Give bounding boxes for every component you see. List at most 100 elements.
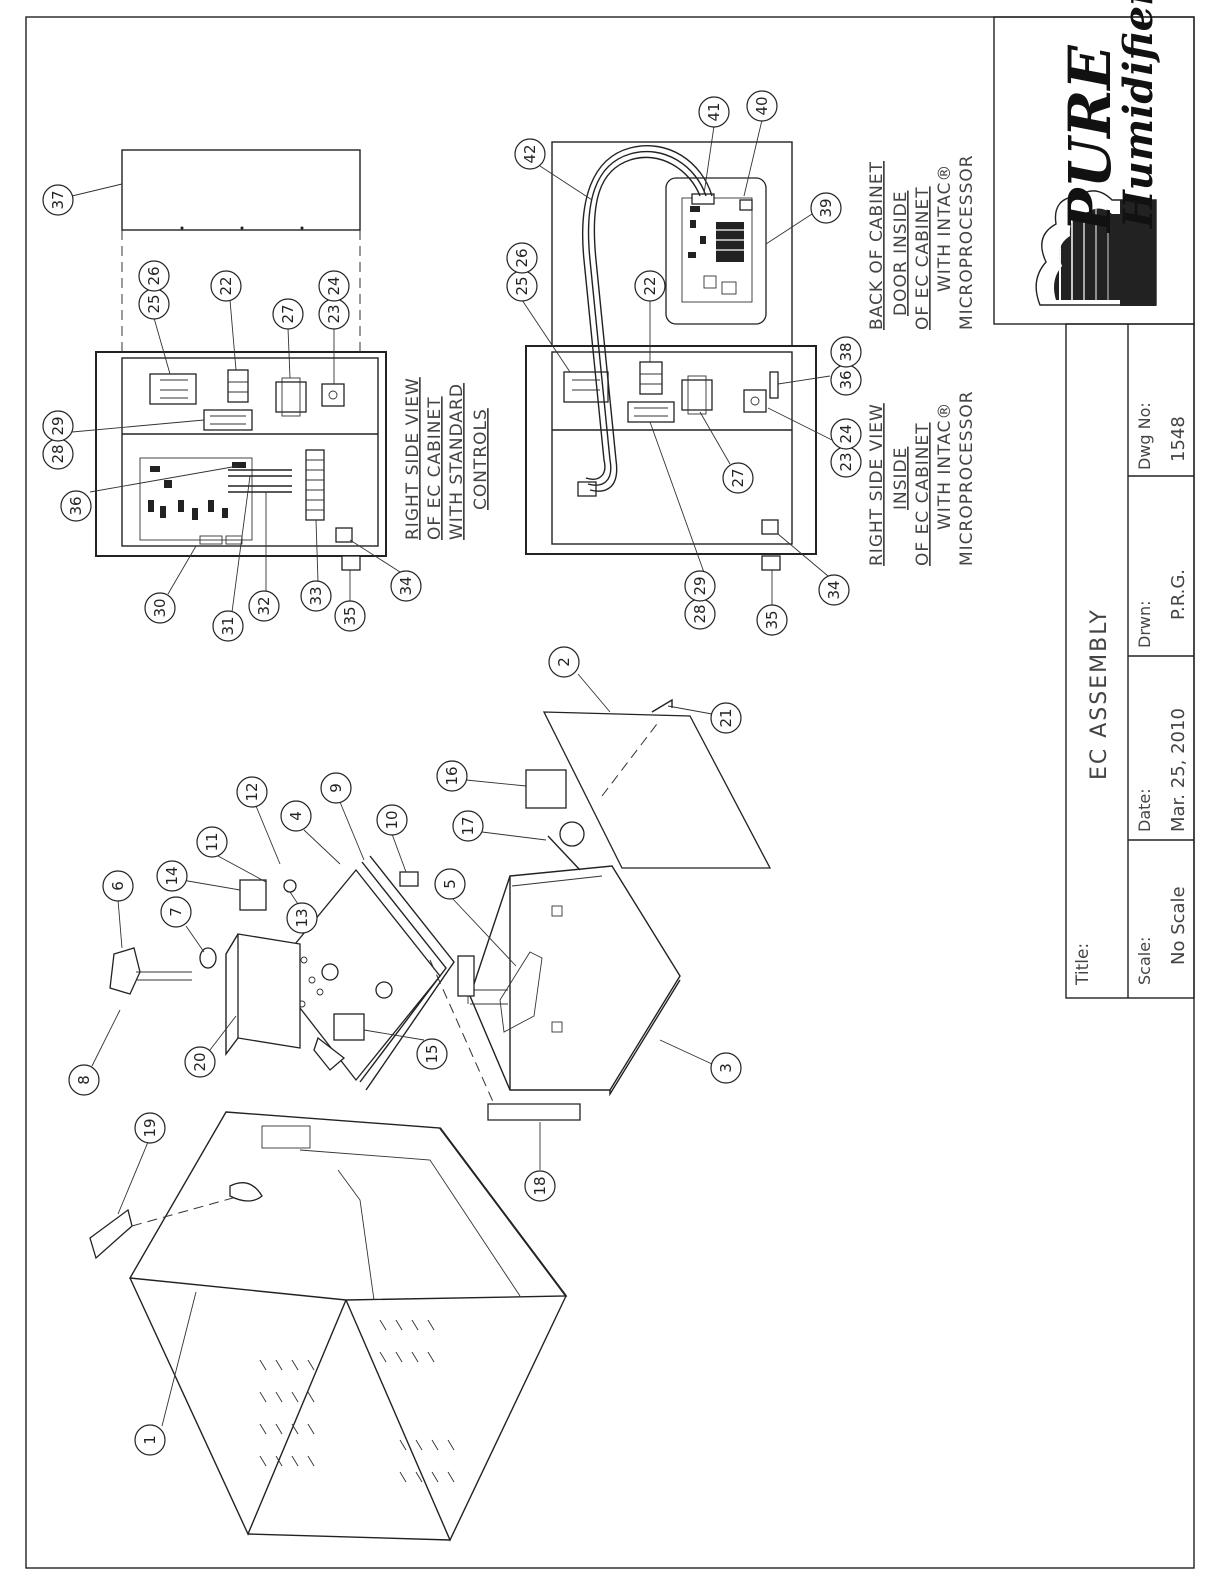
label-line: MICROPROCESSOR (957, 154, 977, 330)
svg-text:25: 25 (513, 276, 531, 295)
callout-3: 3 (659, 1039, 742, 1084)
callout-7: 7 (160, 896, 205, 953)
callout-28: 28 (42, 419, 205, 470)
view-label-standard: RIGHT SIDE VIEW OF EC CABINET WITH STAND… (403, 377, 491, 540)
callout-24: 24 (830, 418, 862, 450)
callout-1: 1 (134, 1291, 197, 1456)
callout-32: 32 (248, 492, 280, 622)
svg-text:25: 25 (145, 294, 163, 313)
drawn-value: P.R.G. (1168, 569, 1189, 620)
view-label-intac-inside: RIGHT SIDE VIEW INSIDE OF EC CABINET WIT… (867, 390, 977, 566)
svg-text:36: 36 (67, 496, 85, 515)
svg-text:5: 5 (441, 879, 459, 889)
svg-text:35: 35 (341, 606, 359, 625)
svg-text:17: 17 (459, 816, 477, 835)
svg-text:42: 42 (521, 144, 539, 163)
callout-23: 23 (318, 298, 350, 384)
svg-text:23: 23 (837, 452, 855, 471)
svg-text:36: 36 (837, 370, 855, 389)
callout-20: 20 (184, 1015, 237, 1078)
label-line: WITH STANDARD (447, 383, 467, 540)
standard-controls-panel (95, 149, 387, 571)
svg-text:1: 1 (141, 1435, 159, 1445)
callouts: 1 2 3 4 5 6 7 8 9 10 11 12 13 14 15 16 1… (42, 90, 862, 1456)
svg-text:28: 28 (691, 604, 709, 623)
callout-28: 28 (649, 421, 716, 630)
callout-39: 39 (765, 192, 842, 245)
intac-door-panel (551, 141, 793, 492)
svg-text:34: 34 (825, 580, 843, 599)
callout-8: 8 (68, 1009, 121, 1096)
callout-29: 29 (684, 570, 716, 602)
svg-text:20: 20 (191, 1052, 209, 1071)
svg-text:37: 37 (49, 190, 67, 209)
label-line: RIGHT SIDE VIEW (403, 377, 423, 540)
callout-34: 34 (777, 533, 850, 606)
callout-13: 13 (286, 891, 318, 934)
svg-text:19: 19 (141, 1118, 159, 1137)
scale-label: Scale: (1135, 937, 1154, 985)
callout-26: 26 (138, 260, 170, 292)
callout-34: 34 (349, 539, 422, 602)
svg-text:27: 27 (279, 304, 297, 323)
svg-text:23: 23 (325, 304, 343, 323)
callout-25: 25 (506, 270, 571, 373)
title-block: Title: EC ASSEMBLY Scale: No Scale Date:… (993, 16, 1195, 999)
svg-text:33: 33 (307, 586, 325, 605)
svg-text:2: 2 (555, 657, 573, 667)
callout-18: 18 (524, 1122, 556, 1202)
svg-text:34: 34 (397, 576, 415, 595)
callout-38: 38 (830, 336, 862, 368)
callout-42: 42 (514, 138, 593, 201)
callout-9: 9 (320, 772, 365, 861)
svg-text:10: 10 (383, 810, 401, 829)
callout-22: 22 (634, 270, 666, 362)
svg-text:41: 41 (705, 102, 723, 121)
callout-15: 15 (363, 1029, 448, 1070)
svg-text:14: 14 (163, 866, 181, 885)
svg-text:6: 6 (109, 881, 127, 891)
callout-6: 6 (102, 870, 134, 949)
callout-36: 36 (777, 364, 862, 396)
title-label: Title: (1073, 943, 1093, 986)
callout-33: 33 (300, 519, 332, 612)
svg-text:11: 11 (203, 832, 221, 851)
callout-24: 24 (318, 270, 350, 302)
svg-text:24: 24 (325, 276, 343, 295)
callout-27: 27 (272, 298, 304, 379)
svg-text:35: 35 (763, 610, 781, 629)
callout-37: 37 (42, 183, 123, 216)
callout-26: 26 (506, 242, 538, 274)
dwg-no-value: 1548 (1168, 416, 1189, 462)
svg-text:16: 16 (443, 766, 461, 785)
callout-11: 11 (196, 826, 267, 883)
svg-text:22: 22 (641, 276, 659, 295)
svg-text:7: 7 (167, 907, 185, 917)
svg-text:18: 18 (531, 1176, 549, 1195)
svg-text:4: 4 (287, 811, 305, 821)
callout-22: 22 (210, 270, 242, 371)
svg-text:21: 21 (717, 708, 735, 727)
label-line: OF EC CABINET (425, 396, 445, 540)
callout-10: 10 (376, 804, 408, 873)
callout-19: 19 (117, 1112, 166, 1215)
callout-31: 31 (212, 475, 251, 642)
svg-text:31: 31 (219, 616, 237, 635)
logo-word-pure: PURE (1056, 45, 1124, 234)
label-line: WITH INTAC® (935, 402, 955, 530)
label-line: DOOR INSIDE (891, 191, 911, 316)
svg-text:8: 8 (75, 1075, 93, 1085)
svg-text:24: 24 (837, 424, 855, 443)
callout-27: 27 (699, 411, 754, 494)
date-value: Mar. 25, 2010 (1168, 708, 1189, 832)
label-line: OF EC CABINET (913, 422, 933, 566)
callout-30: 30 (144, 545, 197, 624)
svg-text:27: 27 (729, 468, 747, 487)
svg-text:30: 30 (151, 598, 169, 617)
callout-21: 21 (667, 702, 742, 734)
svg-text:3: 3 (717, 1063, 735, 1073)
svg-text:26: 26 (513, 248, 531, 267)
label-line: RIGHT SIDE VIEW (867, 403, 887, 566)
label-line: WITH INTAC® (935, 164, 955, 292)
